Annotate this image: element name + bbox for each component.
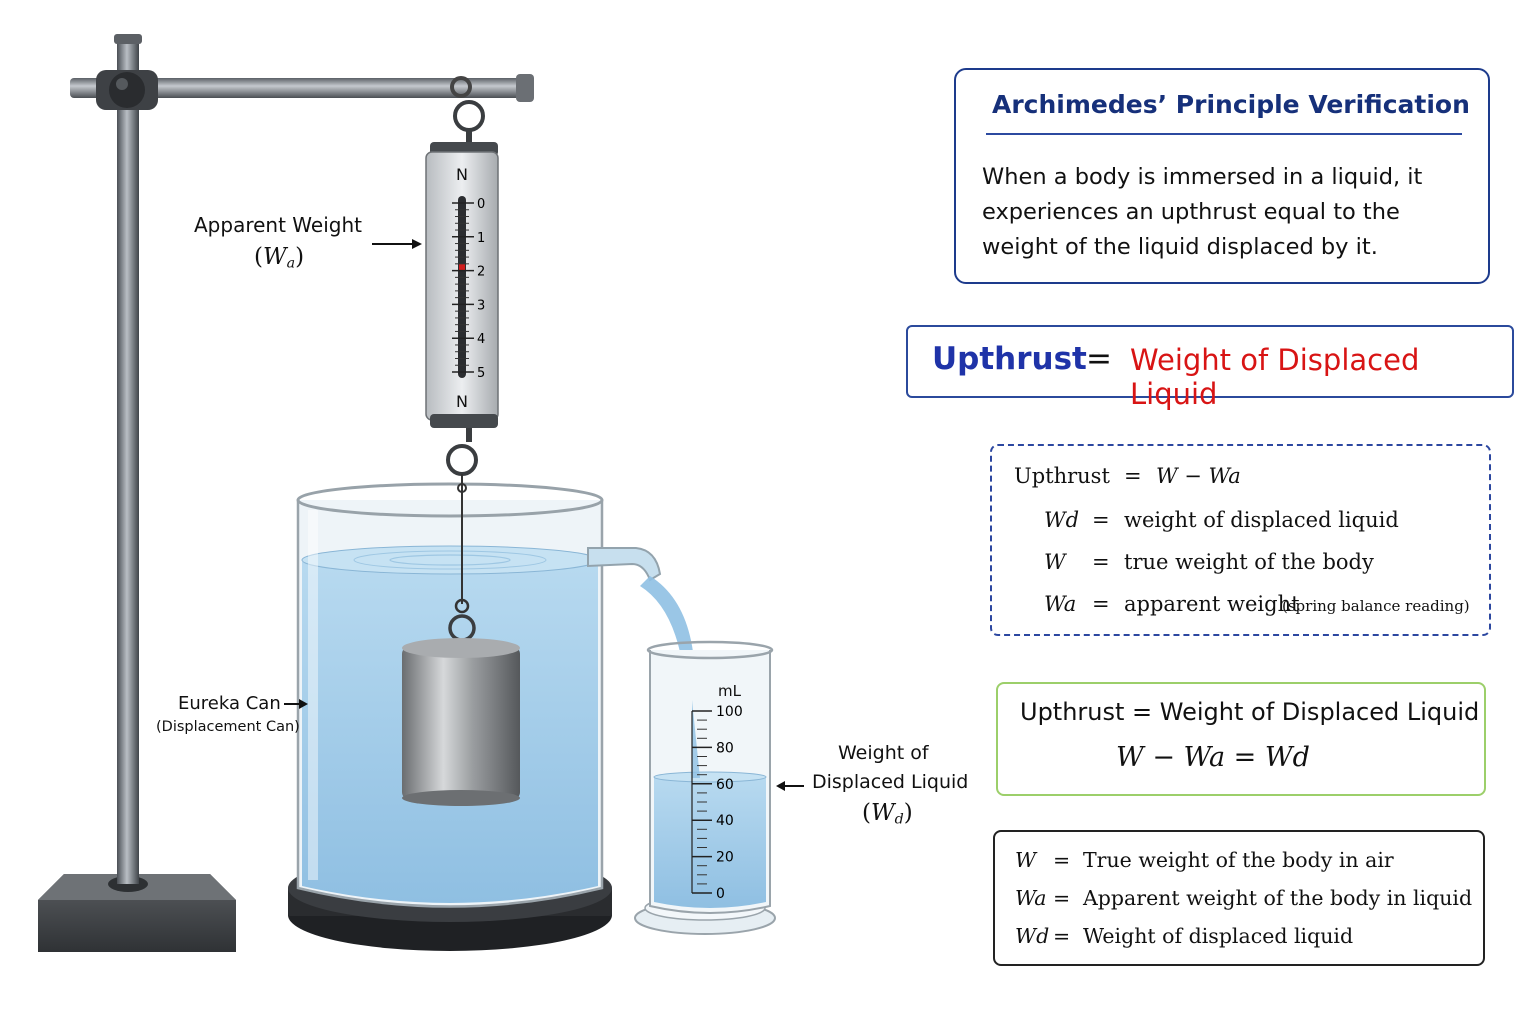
principle-divider (986, 133, 1462, 135)
legend-symbol: Wa (1015, 886, 1047, 910)
definition-symbol: Upthrust (1014, 464, 1110, 488)
principle-text: When a body is immersed in a liquid, it … (982, 164, 1423, 260)
displaced-label-line2: Displaced Liquid (812, 771, 969, 793)
definition-symbol: Wd (1044, 508, 1080, 532)
annotation-arrows (284, 239, 804, 791)
definition-note: (spring balance reading) (1282, 597, 1470, 615)
displaced-symbol: (Wd) (862, 800, 913, 828)
legend-equals: = (1053, 848, 1071, 872)
legend-equals: = (1053, 886, 1071, 910)
eureka-can-sublabel: (Displacement Can) (156, 719, 300, 735)
cylinder-scale-label: 60 (716, 777, 734, 793)
definition-text: true weight of the body (1124, 550, 1374, 574)
balance-scale-label: 4 (477, 332, 485, 347)
spring-balance: 0 1 2 3 4 5 N N (425, 76, 499, 476)
eureka-can-label: Eureka Can (178, 693, 281, 714)
balance-scale-label: 5 (477, 366, 485, 381)
definition-equals: = (1124, 464, 1142, 488)
definition-symbol: Wa (1044, 592, 1077, 616)
cylinder-scale-label: 80 (716, 740, 734, 756)
definition-text: W − Wa (1156, 464, 1241, 488)
legend-symbol: Wd (1015, 924, 1050, 948)
definitions-box: Upthrust = W − Wa Wd = weight of displac… (990, 444, 1491, 636)
retort-stand (38, 34, 534, 952)
apparent-weight-sym-w: W (262, 244, 287, 270)
definition-equals: = (1092, 592, 1110, 616)
legend-equals: = (1053, 924, 1071, 948)
cylinder-scale-label: 40 (716, 813, 734, 829)
apparent-weight-label: Apparent Weight (194, 213, 362, 237)
equation-weight-displaced: Weight of Displaced Liquid (1130, 343, 1420, 411)
cylinder-scale-label: 20 (716, 850, 734, 866)
cylinder-scale-label: 100 (716, 704, 743, 720)
balance-scale-label: 3 (477, 298, 485, 313)
definition-symbol: W (1044, 550, 1066, 574)
definition-equals: = (1092, 508, 1110, 532)
legend-symbol: W (1015, 848, 1037, 872)
balance-scale-label: 2 (477, 265, 485, 280)
displaced-sym-sub: d (894, 811, 904, 828)
balance-scale-label: 1 (477, 231, 485, 246)
legend-text: True weight of the body in air (1083, 848, 1394, 872)
summary-equation-box: Upthrust = Weight of Displaced Liquid W … (996, 682, 1486, 796)
apparent-weight-symbol: (Wa) (254, 244, 305, 272)
cylinder-scale-label: 0 (716, 886, 725, 902)
definition-text: weight of displaced liquid (1124, 508, 1399, 532)
symbols-legend-box: W = True weight of the body in air Wa= Appa… (993, 830, 1485, 966)
displaced-sym-w: W (870, 800, 895, 826)
equation-equals: = (1086, 341, 1112, 377)
legend-text: Weight of displaced liquid (1083, 924, 1354, 948)
equation-box: Upthrust = Weight of Displaced Liquid (906, 325, 1514, 411)
measuring-cylinder: 100 80 60 40 20 0 mL (634, 640, 776, 935)
metal-cylinder (402, 638, 520, 806)
legend-row: W = True weight of the body in air (1015, 848, 1394, 872)
apparent-weight-sym-sub: a (286, 255, 296, 272)
summary-equation-line1: Upthrust = Weight of Displaced Liquid (1020, 698, 1480, 726)
principle-box: Archimedes’ Principle Verification When … (954, 68, 1490, 284)
cylinder-unit: mL (718, 682, 742, 700)
balance-unit-bottom: N (456, 392, 468, 411)
balance-unit-top: N (456, 165, 468, 184)
displaced-label-line1: Weight of (838, 742, 929, 764)
balance-scale-label: 0 (477, 197, 485, 212)
equation-upthrust: Upthrust (932, 341, 1087, 377)
definition-equals: = (1092, 550, 1110, 574)
legend-row: Wd= Weight of displaced liquid (1015, 924, 1353, 948)
legend-row: Wa= Apparent weight of the body in liquid (1015, 886, 1472, 910)
legend-text: Apparent weight of the body in liquid (1083, 886, 1473, 910)
principle-title: Archimedes’ Principle Verification (992, 90, 1470, 119)
definition-text: apparent weight (1124, 592, 1300, 616)
summary-equation-line2: W − Wa = Wd (1116, 742, 1310, 773)
